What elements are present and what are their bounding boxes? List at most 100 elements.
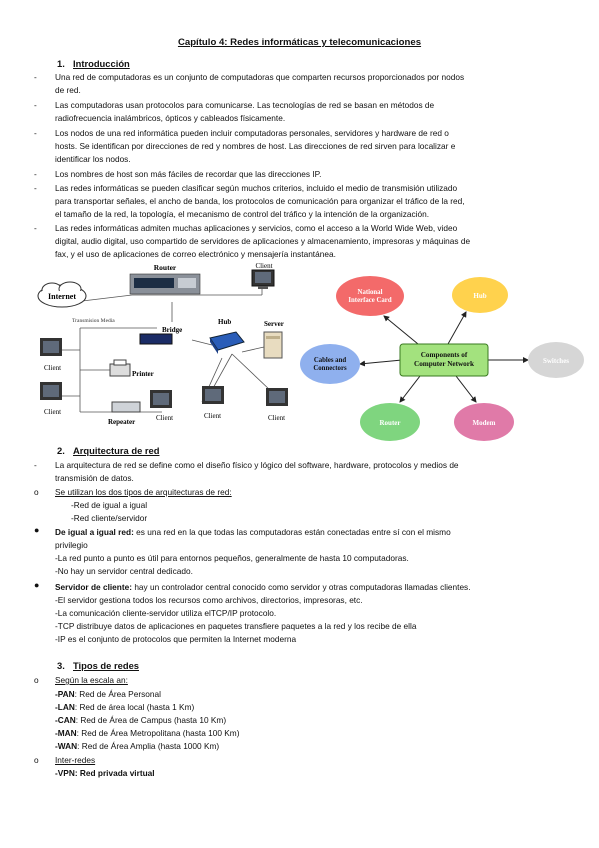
intro-line: para transportar señales, el ancho de ba… xyxy=(55,196,465,206)
center-label-1: Components of xyxy=(421,351,468,359)
arch-intro-line: transmisión de datos. xyxy=(55,473,134,483)
network-type-item: -WAN: Red de Área Amplia (hasta 1000 Km) xyxy=(55,740,219,752)
network-desc: : Red de Área de Campus (hasta 10 Km) xyxy=(75,715,227,725)
p2p-line: -La red punto a punto es útil para entor… xyxy=(55,553,409,563)
router-node-label: Router xyxy=(380,419,401,427)
server-label: Server xyxy=(264,320,284,328)
intro-line: Los nodos de una red informática pueden … xyxy=(55,128,449,138)
hub-label: Hub xyxy=(218,318,231,326)
network-desc: : Red de Área Metropolitana (hasta 100 K… xyxy=(76,728,240,738)
bridge-label: Bridge xyxy=(162,326,182,334)
section-2-heading: 2. Arquitectura de red xyxy=(57,445,159,456)
client-bottom2-icon: Client xyxy=(202,386,224,420)
network-type-item: -MAN: Red de Área Metropolitana (hasta 1… xyxy=(55,727,239,739)
network-abbr: -VPN xyxy=(55,768,75,778)
arch-intro-line: La arquitectura de red se define como el… xyxy=(55,460,459,470)
router-ellipse xyxy=(360,403,420,441)
arch-type-item: -Red de igual a igual xyxy=(71,500,148,510)
network-abbr: -PAN xyxy=(55,689,75,699)
cables-label-1: Cables and xyxy=(314,357,347,364)
client-left2-label: Client xyxy=(44,408,61,416)
cs-def: hay un controlador central conocido como… xyxy=(132,582,471,592)
center-node: Components of Computer Network xyxy=(399,343,489,377)
section-number: 2. xyxy=(57,445,65,456)
intro-line: Los nombres de host son más fáciles de r… xyxy=(55,169,322,179)
bridge-icon: Bridge xyxy=(139,326,182,345)
arch-type-item: -Red cliente/servidor xyxy=(71,513,148,523)
client-left1-icon: Client xyxy=(40,338,62,372)
p2p-term: De igual a igual red: xyxy=(55,527,134,537)
network-type-item: -CAN: Red de Área de Campus (hasta 10 Km… xyxy=(55,714,226,726)
intro-line: el tamaño de la red, la topología, el me… xyxy=(55,209,430,219)
nic-label-1: National xyxy=(358,289,383,296)
intro-line: identificar los nodos. xyxy=(55,154,131,164)
hub-node: Hub xyxy=(452,277,508,313)
modem-ellipse xyxy=(454,403,514,441)
components-diagram: National Interface Card Hub Cables and C… xyxy=(300,276,584,441)
arch-types-label: Se utilizan los dos tipos de arquitectur… xyxy=(55,487,232,497)
section-title: Arquitectura de red xyxy=(73,445,160,456)
network-desc: : Red privada virtual xyxy=(74,768,155,778)
repeater-label: Repeater xyxy=(108,418,135,426)
intro-line: digital, audio digital, uso compartido d… xyxy=(55,236,471,246)
switches-ellipse xyxy=(528,342,584,378)
network-type-item: -PAN: Red de Área Personal xyxy=(55,688,161,700)
network-desc: : Red de Área Personal xyxy=(74,689,161,699)
modem-label: Modem xyxy=(473,419,496,427)
client-bottom3-icon: Client xyxy=(266,388,288,422)
p2p-def-cont: privilegio xyxy=(55,540,88,550)
router-label: Router xyxy=(154,263,177,272)
section-title: Tipos de redes xyxy=(73,660,139,671)
client-left2-icon: Client xyxy=(40,382,62,416)
p2p-definition: De igual a igual red: es una red en la q… xyxy=(55,526,451,538)
cables-node: Cables and Connectors xyxy=(300,344,360,384)
cables-label-2: Connectors xyxy=(313,365,347,372)
intro-line: Una red de computadoras es un conjunto d… xyxy=(55,72,465,82)
hub-icon: Hub xyxy=(209,318,245,354)
network-diagram: Internet Router Client Transmision Media… xyxy=(37,262,288,426)
internet-cloud-icon: Internet xyxy=(37,281,87,308)
network-abbr: -LAN xyxy=(55,702,75,712)
section-title: Introducción xyxy=(73,58,130,69)
nic-ellipse xyxy=(336,276,404,316)
modem-node: Modem xyxy=(454,403,514,441)
cs-line: -El servidor gestiona todos los recursos… xyxy=(55,595,363,605)
section-number: 3. xyxy=(57,660,65,671)
transmission-media-label: Transmision Media xyxy=(72,318,115,324)
scale-label: Según la escala an: xyxy=(55,675,128,685)
client-bottom3-label: Client xyxy=(268,414,285,422)
cables-ellipse xyxy=(300,344,360,384)
printer-icon: Printer xyxy=(109,359,154,378)
client-bottom2-label: Client xyxy=(204,412,221,420)
cs-line: -La comunicación cliente-servidor utiliz… xyxy=(55,608,277,618)
intro-line: radiofrecuencia inalámbricos, ópticos y … xyxy=(55,113,286,123)
center-box xyxy=(399,343,489,377)
vpn-item: -VPN: Red privada virtual xyxy=(55,767,155,779)
client-top-label: Client xyxy=(255,262,272,270)
router-node: Router xyxy=(360,403,420,441)
network-desc: : Red de área local (hasta 1 Km) xyxy=(74,702,195,712)
section-number: 1. xyxy=(57,58,65,69)
client-bottom1-icon: Client xyxy=(150,390,173,422)
network-abbr: -CAN xyxy=(55,715,76,725)
network-abbr: -MAN xyxy=(55,728,77,738)
intro-line: de red. xyxy=(55,85,81,95)
client-top-icon: Client xyxy=(251,262,275,289)
section-1-heading: 1. Introducción xyxy=(57,58,130,69)
intro-line: Las redes informáticas admiten muchas ap… xyxy=(55,223,458,233)
server-icon: Server xyxy=(263,320,284,359)
repeater-icon: Repeater xyxy=(108,401,141,426)
client-left1-label: Client xyxy=(44,364,61,372)
nic-node: National Interface Card xyxy=(336,276,404,316)
cs-definition: Servidor de cliente: hay un controlador … xyxy=(55,581,471,593)
switches-label: Switches xyxy=(543,357,569,365)
page-title: Capítulo 4: Redes informáticas y telecom… xyxy=(177,37,422,48)
intro-line: Las computadoras usan protocolos para co… xyxy=(55,100,435,110)
section-3-heading: 3. Tipos de redes xyxy=(57,660,139,671)
cs-line: -IP es el conjunto de protocolos que per… xyxy=(55,634,297,644)
router-icon: Router xyxy=(129,263,201,295)
network-type-item: -LAN: Red de área local (hasta 1 Km) xyxy=(55,701,194,713)
intro-line: fax, y el uso de aplicaciones de correo … xyxy=(55,249,336,259)
cs-term: Servidor de cliente: xyxy=(55,582,133,592)
